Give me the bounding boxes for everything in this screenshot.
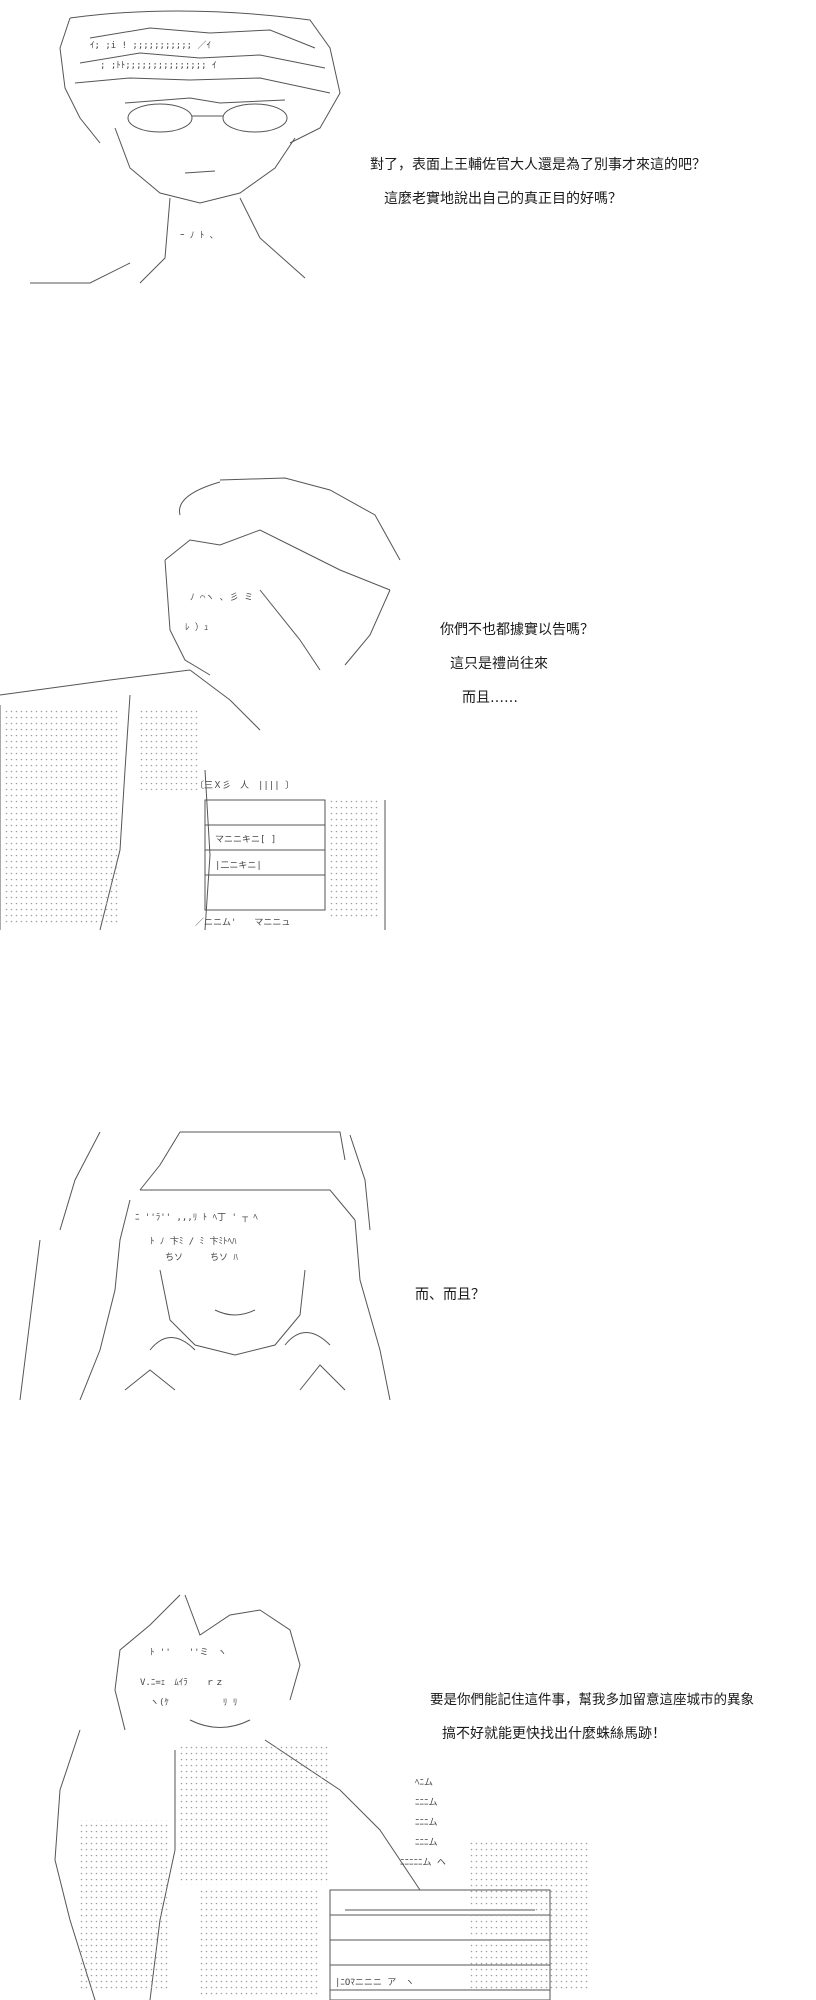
dialogue-line: 你們不也都據實以告嗎？ [440, 622, 594, 638]
speech-bubble-4: 要是你們能記住這件事，幫我多加留意這座城市的異象 搞不好就能更快找出什麼蛛絲馬跡… [430, 1690, 810, 1750]
svg-text:ﾆﾆﾆム: ﾆﾆﾆム [415, 1797, 438, 1808]
svg-text:／ニニム' マニニュ: ／ニニム' マニニュ [195, 917, 290, 928]
ascii-art-character-with-glasses-icon: ｲ; ;i ! ;;;;;;;;;;; ／ｲ ; ;ﾄﾄ;;;;;;;;;;;;… [30, 8, 370, 293]
svg-text:ﾍﾆム: ﾍﾆム [415, 1777, 433, 1788]
svg-text:|二ニキニ|: |二ニキニ| [215, 861, 262, 871]
dialogue-line: 而且…… [462, 690, 518, 706]
dialogue-line: 而、而且？ [415, 1287, 485, 1303]
svg-text:ﾆﾆﾆム: ﾆﾆﾆム [415, 1817, 438, 1828]
ascii-art-character-in-robe-icon: ﾉ ⌒ヽ ､ 彡 ミ ﾚ ）ｭ 〔三Ｘ彡 人 |||| 〕 マニニキニ[ ] |… [0, 470, 420, 930]
panel-3: ﾆ ''ﾗ'' ,,,ﾘ ﾄ ﾍ丁 ' ┬ ﾍ ﾄ ﾉ 卞ﾐ / ﾐ 卞ﾐﾄﾍﾊ… [0, 1120, 816, 1420]
dialogue-line: 這麼老實地說出自己的真正目的好嗎？ [384, 191, 622, 207]
svg-text:ﾚ ）ｭ: ﾚ ）ｭ [185, 622, 208, 633]
svg-text:〔三Ｘ彡 人 |||| 〕: 〔三Ｘ彡 人 |||| 〕 [195, 780, 294, 791]
dialogue-line: 對了，表面上王輔佐官大人還是為了別事才來這的吧？ [370, 157, 706, 173]
svg-text:V.ﾆ=ｪ ﾑｲﾗ ｒｚ: V.ﾆ=ｪ ﾑｲﾗ ｒｚ [140, 1677, 224, 1688]
dialogue-line: 要是你們能記住這件事，幫我多加留意這座城市的異象 [430, 1692, 754, 1708]
svg-text:ﾆﾆﾆム: ﾆﾆﾆム [415, 1837, 438, 1848]
svg-text:ﾆ ''ﾗ'' ,,,ﾘ ﾄ ﾍ丁 ' ┬ ﾍ: ﾆ ''ﾗ'' ,,,ﾘ ﾄ ﾍ丁 ' ┬ ﾍ [135, 1212, 258, 1223]
panel-2: ﾉ ⌒ヽ ､ 彡 ミ ﾚ ）ｭ 〔三Ｘ彡 人 |||| 〕 マニニキニ[ ] |… [0, 470, 816, 940]
svg-text:ﾉ ⌒ヽ ､ 彡 ミ: ﾉ ⌒ヽ ､ 彡 ミ [190, 592, 253, 603]
clothing-shading [80, 1745, 590, 1995]
svg-text:ﾄ ﾉ 卞ﾐ / ﾐ 卞ﾐﾄﾍﾊ: ﾄ ﾉ 卞ﾐ / ﾐ 卞ﾐﾄﾍﾊ [150, 1235, 237, 1247]
speech-bubble-2: 你們不也都據實以告嗎？ 這只是禮尚往來 而且…… [440, 620, 740, 720]
dialogue-line: 這只是禮尚往來 [450, 656, 548, 672]
svg-text:マニニキニ[ ]: マニニキニ[ ] [215, 835, 276, 845]
ascii-art-character-with-hat-icon: ﾆ ''ﾗ'' ,,,ﾘ ﾄ ﾍ丁 ' ┬ ﾍ ﾄ ﾉ 卞ﾐ / ﾐ 卞ﾐﾄﾍﾊ… [0, 1120, 400, 1410]
svg-text:|ﾆOﾏニニニ ア ヽ: |ﾆOﾏニニニ ア ヽ [335, 1978, 414, 1988]
speech-bubble-1: 對了，表面上王輔佐官大人還是為了別事才來這的吧？ 這麼老實地說出自己的真正目的好… [370, 155, 810, 215]
robe-shading [5, 710, 380, 925]
svg-text:ちソ ちソ ﾊ: ちソ ちソ ﾊ [165, 1252, 238, 1263]
ascii-art-character-smiling-icon: ﾄ '' ''ミ ヽ V.ﾆ=ｪ ﾑｲﾗ ｒｚ ヽ(ｹ ﾘ ﾘ ﾍﾆム ﾆﾆﾆム… [0, 1590, 600, 2000]
svg-text:ﾆﾆﾆﾆﾆム ヘ: ﾆﾆﾆﾆﾆム ヘ [400, 1857, 446, 1868]
svg-text:ｰ ﾉ ﾄ ､: ｰ ﾉ ﾄ ､ [180, 231, 214, 241]
svg-text:; ;ﾄﾄ;;;;;;;;;;;;;;; ｲ: ; ;ﾄﾄ;;;;;;;;;;;;;;; ｲ [100, 61, 216, 71]
panel-1: ｲ; ;i ! ;;;;;;;;;;; ／ｲ ; ;ﾄﾄ;;;;;;;;;;;;… [0, 0, 816, 300]
svg-text:ｲ; ;i ! ;;;;;;;;;;; ／ｲ: ｲ; ;i ! ;;;;;;;;;;; ／ｲ [90, 40, 211, 51]
dialogue-line: 搞不好就能更快找出什麼蛛絲馬跡！ [442, 1726, 666, 1742]
speech-bubble-3: 而、而且？ [415, 1285, 565, 1309]
panel-4: ﾄ '' ''ミ ヽ V.ﾆ=ｪ ﾑｲﾗ ｒｚ ヽ(ｹ ﾘ ﾘ ﾍﾆム ﾆﾆﾆム… [0, 1590, 816, 2000]
svg-text:ヽ(ｹ ﾘ ﾘ: ヽ(ｹ ﾘ ﾘ [150, 1697, 237, 1708]
svg-text:ﾄ '' ''ミ ヽ: ﾄ '' ''ミ ヽ [150, 1648, 227, 1658]
